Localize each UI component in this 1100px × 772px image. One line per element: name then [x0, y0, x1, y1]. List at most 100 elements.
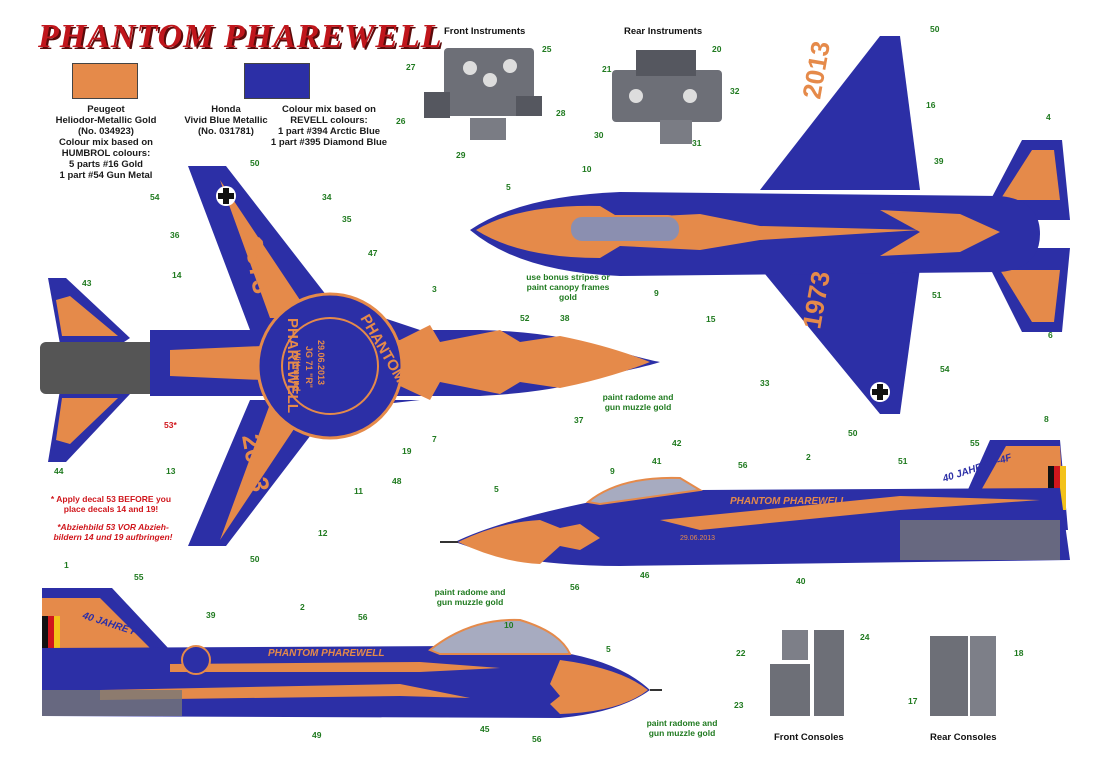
- side-view-right-spine-stripe: [660, 496, 1040, 530]
- radome-note-bottom: paint radome and gun muzzle gold: [646, 718, 718, 738]
- under-view-stabilizer-band-upper: [1000, 150, 1060, 200]
- callout-number: 29: [456, 150, 466, 160]
- callout-number: 25: [542, 44, 552, 54]
- callout-number: 51: [932, 290, 942, 300]
- top-view-seal-unit: JG 71 "R": [304, 346, 314, 388]
- callout-number: 50: [250, 554, 260, 564]
- top-view-wing-flash-upper: [220, 180, 340, 318]
- front-instrument-gauge: [503, 59, 517, 73]
- radome-note-top: paint radome and gun muzzle gold: [602, 392, 674, 412]
- front-instruments-title: Front Instruments: [444, 26, 526, 37]
- top-view-stabilizer-stripe-upper: [56, 296, 118, 336]
- callout-number: 54: [940, 364, 950, 374]
- rear-instrument-gauge: [629, 89, 643, 103]
- callout-number: 18: [1014, 648, 1024, 658]
- callout-number: 39: [206, 610, 216, 620]
- callout-number: 32: [730, 86, 740, 96]
- callout-number: 9: [610, 466, 615, 476]
- callout-number: 38: [560, 313, 570, 323]
- callout-number: 15: [706, 314, 716, 324]
- callout-number: 27: [406, 62, 416, 72]
- side-view-right-lower-structure: [900, 520, 1060, 560]
- callout-number: 36: [170, 230, 180, 240]
- front-console-upper-left: [782, 630, 808, 660]
- callout-number: 4: [1046, 112, 1051, 122]
- side-view-left-spine-stripe: [170, 662, 500, 672]
- callout-number: 13: [166, 466, 176, 476]
- side-view-left-flag-black: [42, 616, 48, 650]
- rear-instrument-panel-low: [660, 120, 692, 144]
- callout-number: 21: [602, 64, 612, 74]
- sheet-title: PHANTOM PHAREWELL: [38, 18, 443, 55]
- under-view-wing-lower: [760, 268, 920, 414]
- side-view-left-lower-stripe: [100, 684, 470, 700]
- callout-number: 10: [504, 620, 514, 630]
- callout-number: 9: [654, 288, 659, 298]
- callout-number: 11: [354, 486, 363, 496]
- callout-number: 16: [926, 100, 936, 110]
- callout-number: 56: [738, 460, 748, 470]
- callout-number: 42: [672, 438, 682, 448]
- callout-number: 26: [396, 116, 406, 126]
- side-view-left-fin-band: [42, 598, 150, 648]
- callout-number: 48: [392, 476, 402, 486]
- under-view-aircraft: 2013 1973: [470, 36, 1070, 414]
- top-view-seal-side-text: PHAREWELL: [284, 318, 301, 413]
- top-view-stabilizer-stripe-lower: [56, 398, 118, 444]
- under-view-roundel-cross-h: [872, 389, 888, 395]
- top-view-wing-upper: [188, 166, 420, 330]
- callout-number: 2: [300, 602, 305, 612]
- callout-number: 54: [150, 192, 160, 202]
- side-view-left-name: PHANTOM PHAREWELL: [268, 648, 384, 659]
- callout-number: 56: [570, 582, 580, 592]
- front-consoles-title: Front Consoles: [774, 732, 844, 743]
- side-view-right-flag-red: [1054, 466, 1060, 510]
- callout-number: 39: [934, 156, 944, 166]
- front-instrument-panel-stick: [470, 118, 506, 140]
- callout-number: 20: [712, 44, 722, 54]
- front-instrument-panel-side-right: [516, 96, 542, 116]
- callout-number: 5: [606, 644, 611, 654]
- callout-number: 53*: [164, 420, 177, 430]
- callout-number: 55: [970, 438, 980, 448]
- rear-instrument-panel-top: [636, 50, 696, 76]
- front-instrument-gauge: [463, 61, 477, 75]
- side-view-right-flag-black: [1048, 466, 1054, 510]
- callout-number: 10: [582, 164, 592, 174]
- top-view-wing-lower: [188, 400, 420, 546]
- top-view-roundel-cross-h: [218, 193, 234, 199]
- callout-number: 23: [734, 700, 744, 710]
- callout-number: 45: [480, 724, 490, 734]
- callout-number: 14: [172, 270, 182, 280]
- apply-decal-note-de: *Abziehbild 53 VOR Abzieh- bildern 14 un…: [53, 522, 173, 542]
- top-view-seal-inner-ring: [281, 317, 379, 415]
- rear-instrument-panel: [612, 50, 722, 144]
- callout-number: 56: [532, 734, 542, 744]
- callout-number: 24: [860, 632, 870, 642]
- under-view-stabilizer-band-lower: [1000, 270, 1060, 322]
- rear-instrument-panel-body: [612, 70, 722, 122]
- callout-number: 5: [506, 182, 511, 192]
- rear-instruments-title: Rear Instruments: [624, 26, 703, 37]
- under-view-wing-upper: [760, 36, 920, 190]
- front-instrument-panel: [424, 48, 542, 140]
- callout-number: 7: [432, 434, 437, 444]
- side-view-left-lower-structure: [42, 690, 182, 716]
- side-view-right-flag-gold: [1060, 466, 1066, 510]
- callout-number: 8: [1044, 414, 1049, 424]
- rear-consoles-title: Rear Consoles: [930, 732, 997, 743]
- callout-number: 35: [342, 214, 352, 224]
- callout-number: 50: [848, 428, 858, 438]
- under-view-canopy: [569, 215, 681, 243]
- front-consoles: [770, 630, 844, 716]
- front-instrument-gauge: [483, 73, 497, 87]
- top-view-seal-date: 29.06.2013: [316, 340, 326, 385]
- blue-colour-swatch: [244, 63, 310, 99]
- callout-number: 22: [736, 648, 746, 658]
- callout-number: 12: [318, 528, 328, 538]
- callout-number: 19: [402, 446, 412, 456]
- apply-decal-note-en: * Apply decal 53 BEFORE you place decals…: [50, 494, 172, 514]
- top-view-seal-place: Wittmund: [292, 350, 302, 391]
